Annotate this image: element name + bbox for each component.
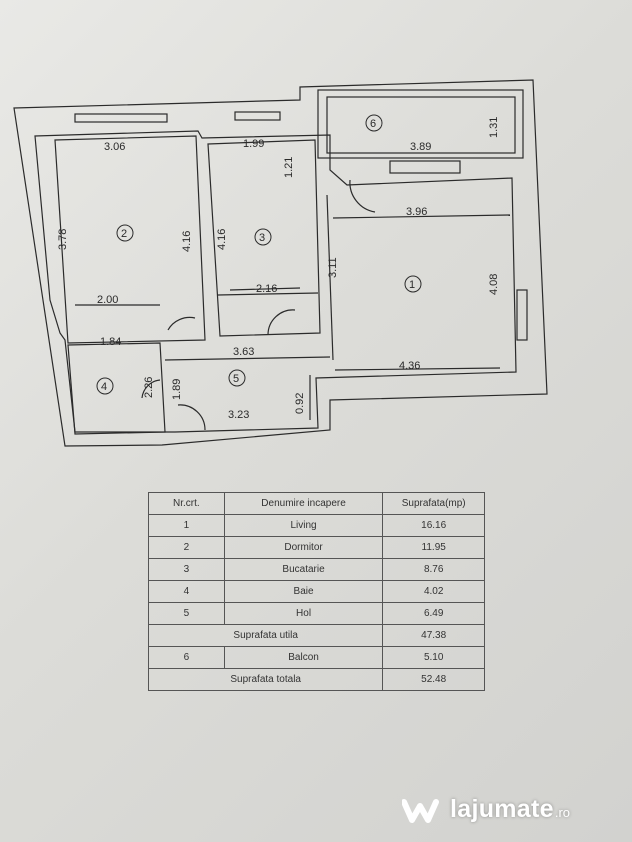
row-nr: 3 [148, 558, 225, 581]
header-name: Denumire incapere [223, 492, 384, 515]
dim-1-84: 1.84 [100, 336, 121, 348]
row-nr: 4 [148, 580, 225, 603]
row-area: 8.76 [382, 558, 485, 581]
row-name: Hol [223, 602, 384, 625]
subtotal-row: Suprafata utila 47.38 [147, 624, 485, 647]
total-row: Suprafata totala 52.48 [147, 668, 485, 691]
dim-4-16-bedroom: 4.16 [181, 231, 193, 252]
dim-3-89: 3.89 [410, 141, 431, 153]
dim-2-16: 2.16 [256, 283, 277, 295]
dim-1-31: 1.31 [488, 117, 500, 138]
room-number-6: 6 [370, 118, 376, 130]
row-name: Dormitor [223, 536, 384, 559]
row-area: 6.49 [382, 602, 485, 625]
row-area: 4.02 [382, 580, 485, 603]
area-table: Nr.crt. Denumire incapere Suprafata(mp) … [147, 492, 485, 691]
dim-1-99: 1.99 [243, 138, 264, 150]
room-number-1: 1 [409, 279, 415, 291]
balcony-wall [317, 89, 524, 159]
room-number-3: 3 [259, 232, 265, 244]
watermark-tld: .ro [554, 805, 570, 820]
dim-2-00: 2.00 [97, 294, 118, 306]
dim-3-11: 3.11 [327, 257, 339, 278]
row-area: 5.10 [382, 646, 485, 669]
row-area: 11.95 [382, 536, 485, 559]
watermark: lajumate .ro [402, 795, 570, 824]
dim-3-06: 3.06 [104, 141, 125, 153]
dim-3-63: 3.63 [233, 346, 254, 358]
table-row: 1 Living 16.16 [148, 514, 485, 537]
table-row: 2 Dormitor 11.95 [148, 536, 485, 559]
header-nr: Nr.crt. [148, 492, 225, 515]
row-name: Balcon [223, 646, 384, 669]
room-number-2: 2 [121, 228, 127, 240]
dim-1-89: 1.89 [171, 379, 183, 400]
row-name: Baie [223, 580, 384, 603]
table-header-row: Nr.crt. Denumire incapere Suprafata(mp) [148, 492, 485, 515]
dim-4-08: 4.08 [488, 274, 500, 295]
dim-3-96: 3.96 [406, 206, 427, 218]
table-row: 6 Balcon 5.10 [148, 646, 485, 669]
floor-plan: 1 2 3 4 5 6 3.06 3.78 4.16 2.00 1.84 1.9… [13, 79, 548, 447]
dim-3-23: 3.23 [228, 409, 249, 421]
dim-0-92: 0.92 [294, 393, 306, 414]
dim-4-16-kitchen: 4.16 [216, 229, 228, 250]
row-area: 16.16 [382, 514, 485, 537]
total-value: 52.48 [382, 668, 485, 691]
room-number-4: 4 [101, 381, 107, 393]
dim-1-21: 1.21 [283, 157, 295, 178]
inner-wall [34, 130, 517, 433]
row-name: Living [223, 514, 384, 537]
lajumate-logo-icon [402, 798, 439, 823]
subtotal-value: 47.38 [382, 624, 485, 647]
outer-wall [13, 79, 548, 447]
dim-2-26: 2.26 [143, 377, 155, 398]
row-nr: 1 [148, 514, 225, 537]
total-label: Suprafata totala [147, 668, 384, 691]
row-nr: 6 [148, 646, 225, 669]
room-number-5: 5 [233, 373, 239, 385]
table-row: 5 Hol 6.49 [148, 602, 485, 625]
row-nr: 5 [148, 602, 225, 625]
subtotal-label: Suprafata utila [147, 624, 384, 647]
dim-3-78: 3.78 [57, 229, 69, 250]
table-row: 3 Bucatarie 8.76 [148, 558, 485, 581]
row-name: Bucatarie [223, 558, 384, 581]
dim-4-36: 4.36 [399, 360, 420, 372]
table-row: 4 Baie 4.02 [148, 580, 485, 603]
row-nr: 2 [148, 536, 225, 559]
header-area: Suprafata(mp) [382, 492, 485, 515]
watermark-brand: lajumate [450, 795, 554, 823]
